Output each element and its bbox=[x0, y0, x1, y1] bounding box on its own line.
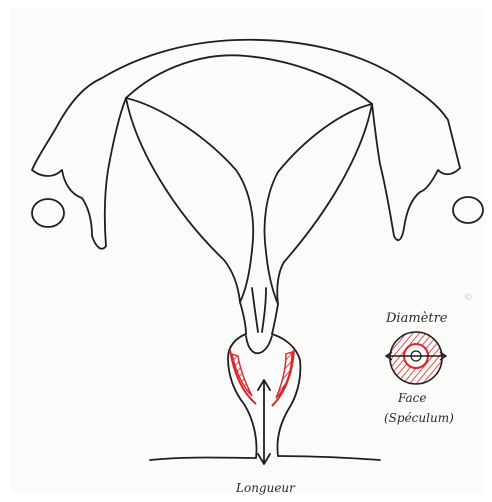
external-os bbox=[246, 336, 272, 353]
length-label: Longueur bbox=[235, 481, 296, 495]
uterine-body-right bbox=[265, 104, 373, 304]
uterus-fundus-outline bbox=[56, 40, 460, 168]
uterine-body-left bbox=[126, 98, 253, 302]
diameter-label: Diamètre bbox=[385, 311, 448, 326]
copyright-watermark: © bbox=[464, 293, 473, 303]
right-ovary bbox=[453, 197, 483, 223]
vaginal-floor-line bbox=[150, 456, 380, 460]
isthmus-inner bbox=[252, 288, 266, 332]
left-tube-upper bbox=[32, 128, 106, 249]
uterus-inner-arch bbox=[126, 55, 372, 104]
speculum-label: (Spéculum) bbox=[384, 411, 454, 425]
left-ovary bbox=[32, 199, 64, 227]
isthmus-left bbox=[240, 302, 246, 334]
speculum-face-view bbox=[386, 332, 446, 384]
right-tube-upper bbox=[394, 168, 460, 240]
isthmus-right bbox=[272, 304, 278, 334]
right-tube-lower bbox=[372, 104, 394, 236]
face-label: Face bbox=[397, 391, 427, 405]
cervix-outline bbox=[228, 334, 257, 458]
uterine-cavity-left bbox=[126, 98, 240, 302]
left-tube-lower bbox=[105, 98, 126, 246]
uterine-cavity-right bbox=[277, 104, 372, 304]
cervix-outline-right bbox=[272, 334, 300, 456]
